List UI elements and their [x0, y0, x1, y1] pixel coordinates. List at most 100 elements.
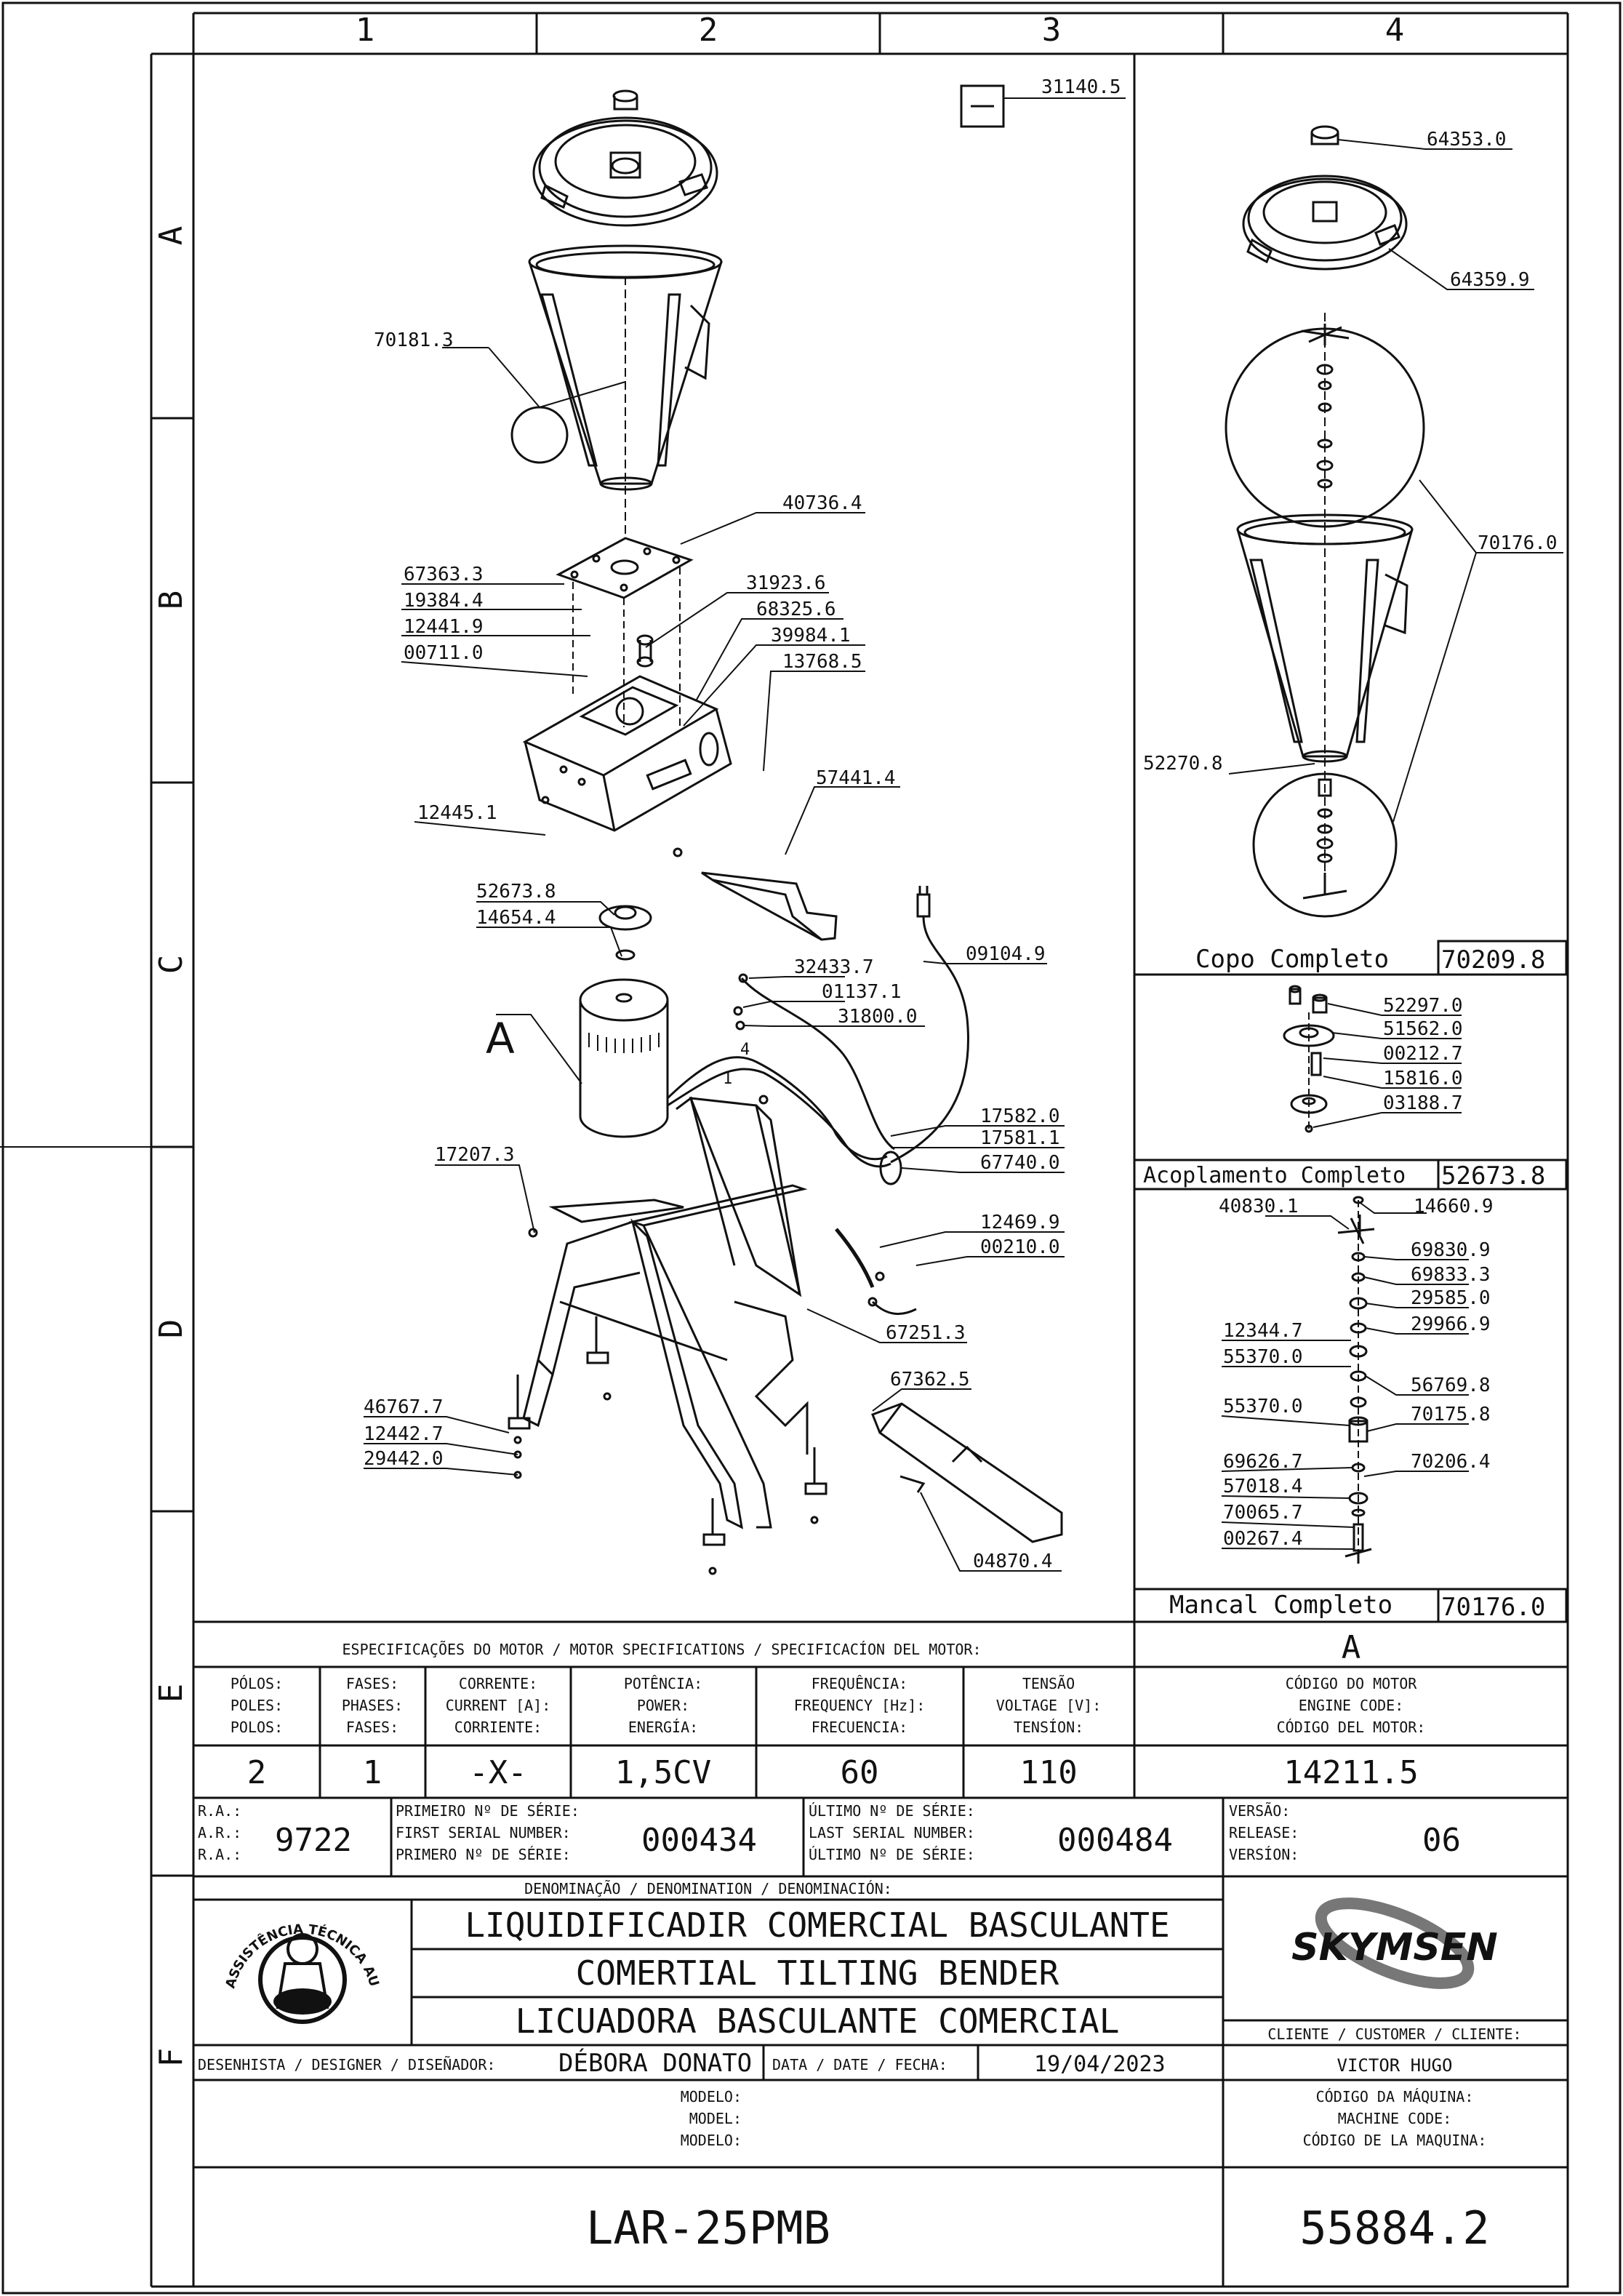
designer-label: DESENHISTA / DESIGNER / DISEÑADOR: — [198, 2056, 495, 2073]
assembly-code: 70209.8 — [1441, 945, 1545, 975]
version-label: VERSÍON: — [1229, 1846, 1299, 1863]
ra-label: R.A.: — [198, 1802, 241, 1820]
designer-name: DÉBORA DONATO — [558, 2048, 752, 2078]
part-number: 04870.4 — [973, 1551, 1053, 1572]
spec-header: CÓDIGO DEL MOTOR: — [1277, 1719, 1426, 1736]
version-value: 06 — [1422, 1822, 1461, 1859]
part-number: 70181.3 — [374, 329, 454, 351]
spec-header: CORRENTE: — [459, 1675, 537, 1692]
part-number: 31923.6 — [746, 572, 826, 594]
spec-header: PÓLOS: — [231, 1675, 283, 1692]
bracket-drawing — [673, 847, 838, 941]
mancal-drawing — [1337, 1196, 1375, 1564]
part-number: 32433.7 — [794, 956, 874, 978]
part-number: 55370.0 — [1223, 1396, 1303, 1417]
spec-header: TENSÃO — [1022, 1675, 1075, 1692]
motor-spec-table-lines — [193, 1620, 1568, 1878]
spec-header: CURRENT [A]: — [446, 1697, 551, 1714]
spec-header: CORRIENTE: — [454, 1719, 542, 1736]
machine-code-label: CÓDIGO DA MÁQUINA: — [1316, 2088, 1474, 2105]
wire-number: 1 — [723, 1070, 732, 1088]
spec-header: POLES: — [231, 1697, 283, 1714]
motor-housing-drawing — [522, 675, 732, 832]
part-number: 13768.5 — [782, 651, 862, 673]
spec-value-voltage: 110 — [1019, 1754, 1077, 1791]
model-label: MODELO: — [681, 2088, 742, 2105]
part-number: 40830.1 — [1219, 1196, 1299, 1217]
spec-value-power: 1,5CV — [615, 1754, 711, 1791]
part-number: 17207.3 — [435, 1144, 515, 1166]
column-labels: 1 2 3 4 — [356, 12, 1405, 49]
row-label-e: E — [153, 1684, 190, 1703]
part-number: 69830.9 — [1411, 1239, 1491, 1261]
part-number: 03188.7 — [1383, 1092, 1463, 1114]
tilt-handle-drawing — [871, 1402, 1063, 1543]
serial-row: R.A.: A.R.: R.A.: 9722 PRIMEIRO Nº DE SÉ… — [198, 1802, 1461, 1863]
part-number: 67251.3 — [886, 1322, 966, 1344]
part-number: 14654.4 — [476, 907, 556, 929]
copo-labels: 64353.0 64359.9 70176.0 52270.8 Copo Com… — [1143, 129, 1558, 975]
part-number: 57018.4 — [1223, 1476, 1303, 1497]
part-number: 12445.1 — [417, 802, 497, 824]
spring-drawing — [835, 1228, 917, 1316]
part-number: 29442.0 — [364, 1448, 444, 1470]
spec-header: FRECUENCIA: — [812, 1719, 907, 1736]
date-value: 19/04/2023 — [1034, 2052, 1166, 2077]
part-number: 69626.7 — [1223, 1451, 1303, 1473]
last-serial-label: ÚLTIMO Nº DE SÉRIE: — [809, 1846, 975, 1863]
main-part-numbers: 31140.5 70181.3 40736.4 67363.3 19384.4 … — [364, 76, 1121, 1572]
spec-header: PHASES: — [342, 1697, 403, 1714]
spec-value-frequency: 60 — [841, 1754, 879, 1791]
part-number: 55370.0 — [1223, 1346, 1303, 1368]
spec-value-poles: 2 — [247, 1754, 267, 1791]
part-number: 70176.0 — [1478, 532, 1558, 554]
title-block-lines — [193, 1876, 1568, 2287]
part-number: 67740.0 — [980, 1152, 1060, 1174]
part-number: 31140.5 — [1041, 76, 1121, 98]
customer-label: CLIENTE / CUSTOMER / CLIENTE: — [1267, 2025, 1521, 2043]
spec-header: FREQUÊNCIA: — [812, 1675, 907, 1692]
assembly-title: Mancal Completo — [1169, 1591, 1392, 1620]
part-number: 69833.3 — [1411, 1264, 1491, 1286]
ra-label: A.R.: — [198, 1824, 241, 1841]
title-spanish: LICUADORA BASCULANTE COMERCIAL — [516, 2001, 1120, 2041]
part-number: 39984.1 — [771, 625, 851, 647]
leader-lines — [364, 97, 1126, 1572]
column-label-1: 1 — [356, 12, 375, 49]
acoplamento-labels: 52297.0 51562.0 00212.7 15816.0 03188.7 … — [1143, 995, 1545, 1191]
title-english: COMERTIAL TILTING BENDER — [576, 1953, 1059, 1993]
spec-header: POWER: — [637, 1697, 689, 1714]
machine-code-value: 55884.2 — [1299, 2201, 1489, 2255]
machine-code-label: CÓDIGO DE LA MAQUINA: — [1303, 2132, 1487, 2149]
spec-header: FREQUENCY [Hz]: — [794, 1697, 926, 1714]
column-label-2: 2 — [699, 12, 718, 49]
part-number: 19384.4 — [404, 590, 484, 612]
motor-spec-heading: ESPECIFICAÇÕES DO MOTOR / MOTOR SPECIFIC… — [342, 1641, 982, 1658]
part-number: 70206.4 — [1411, 1451, 1491, 1473]
acoplamento-leaders — [1313, 1003, 1462, 1128]
spec-header: TENSÍON: — [1014, 1719, 1083, 1736]
spec-header: FASES: — [346, 1675, 398, 1692]
spec-header: POTÊNCIA: — [624, 1675, 702, 1692]
seal-text: ASSISTÊNCIA TÉCNICA AUTORIZADA — [0, 0, 382, 1990]
model-label: MODELO: — [681, 2132, 742, 2149]
part-number: 12469.9 — [980, 1212, 1060, 1233]
brand-name: SKYMSEN — [1291, 1926, 1498, 1969]
spec-header: CÓDIGO DO MOTOR — [1286, 1675, 1418, 1692]
right-panel — [1133, 54, 1568, 1623]
jar-lid-drawing — [532, 89, 718, 227]
version-label: RELEASE: — [1229, 1824, 1299, 1841]
row-label-d: D — [153, 1319, 190, 1339]
motor-spec-letter: A — [1342, 1629, 1361, 1666]
version-label: VERSÃO: — [1229, 1802, 1290, 1820]
svg-text:ASSISTÊNCIA TÉCNICA AUTORIZADA: ASSISTÊNCIA TÉCNICA AUTORIZADA — [0, 0, 382, 1990]
row-labels: A B C D E F — [153, 226, 190, 2068]
assembly-title: Acoplamento Completo — [1143, 1163, 1406, 1188]
part-number: 51562.0 — [1383, 1018, 1463, 1040]
column-label-4: 4 — [1385, 12, 1405, 49]
part-number: 09104.9 — [966, 943, 1046, 965]
part-number: 17581.1 — [980, 1127, 1060, 1149]
part-number: 57441.4 — [816, 767, 896, 789]
base-plate-drawing — [556, 537, 694, 727]
